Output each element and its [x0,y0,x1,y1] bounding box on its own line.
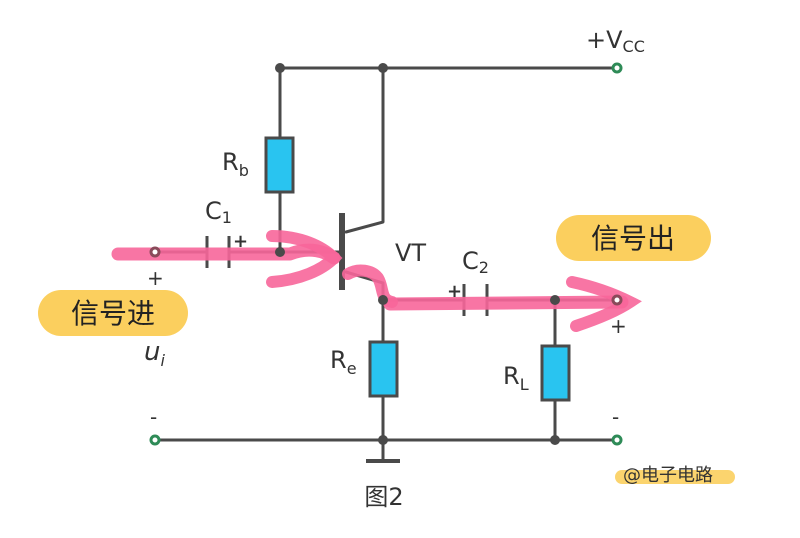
signal-in-arrowhead [266,230,343,288]
node-ground-rl [550,435,560,445]
output-minus-sign: - [612,405,619,429]
node-emitter [378,295,388,305]
signal-in-callout-bg [38,290,188,336]
vt-label: VT [395,239,426,267]
resistor-re [368,340,399,398]
node-base [275,247,285,257]
resistor-rb [264,136,295,194]
node-rl-top [550,295,560,305]
c1-plus-mark: + [233,231,248,252]
collector-wire [344,66,385,234]
rl-label: RL [503,362,529,394]
terminal-output-minus [611,434,623,446]
node-ground-center [378,435,388,445]
terminal-input-minus [149,434,161,446]
output-plus-sign: + [610,314,627,338]
signal-in-callout: 信号进 [71,297,155,330]
re-label: Re [330,346,357,378]
resistor-rl [540,344,571,402]
watermark: @电子电路 [623,465,713,486]
terminal-output-plus [611,294,623,306]
rb-label: Rb [222,148,249,180]
vcc-label: +VCC [586,26,645,56]
signal-out-callout-bg [556,215,711,261]
input-plus-sign: + [147,266,164,290]
signal-out-path [383,295,629,311]
watermark-bg [615,470,735,484]
input-minus-sign: - [150,405,157,429]
terminal-input-plus [149,246,161,258]
node-collector-top [378,63,388,73]
c1-label: C1 [205,197,232,227]
figure-caption: 图2 [364,483,403,511]
terminal-vcc [611,62,623,74]
signal-out-callout: 信号出 [591,222,675,255]
node-rb-top [275,63,285,73]
signal-out-arrowhead [566,276,642,332]
c2-plus-mark: + [447,281,462,302]
ui-label: ui [144,337,165,370]
c2-label: C2 [462,247,489,277]
